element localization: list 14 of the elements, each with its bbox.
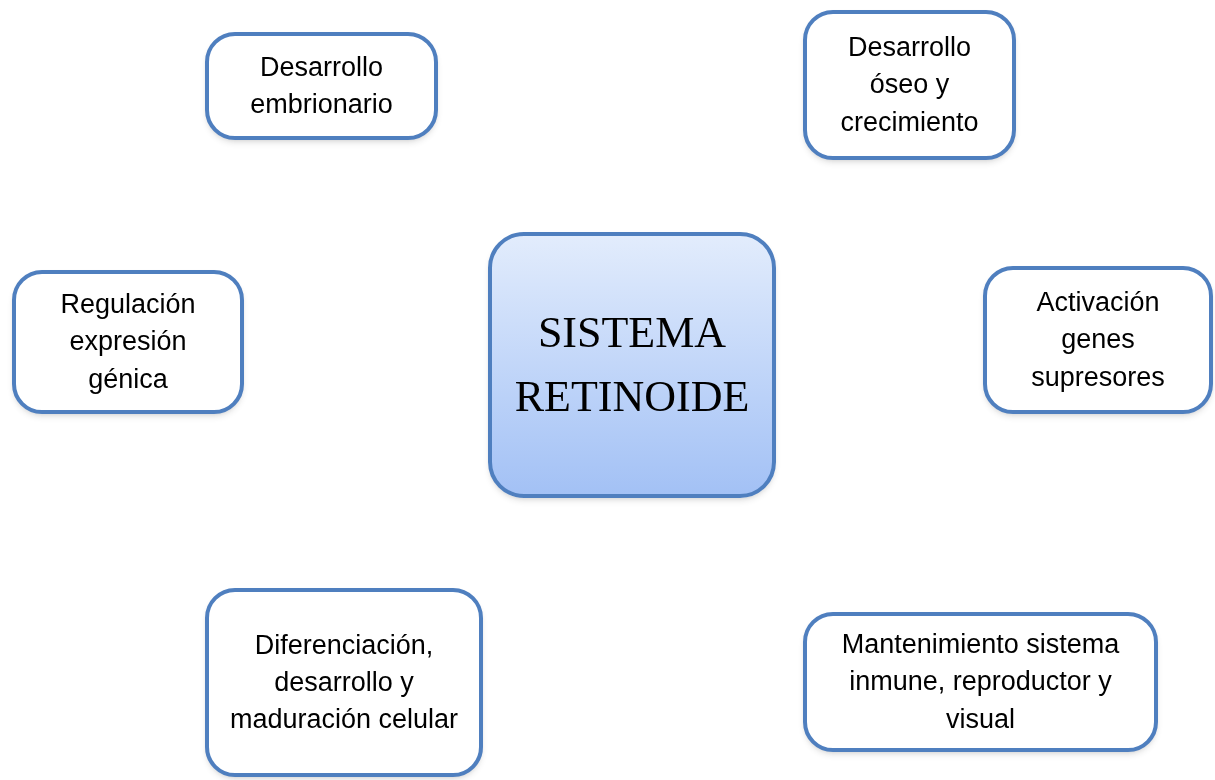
rounded-box [803, 612, 1158, 752]
rounded-box [803, 10, 1016, 160]
node-text: Desarrollo óseo y crecimiento [839, 31, 980, 139]
node-text: Mantenimiento sistema inmune, reproductor y visual [840, 628, 1121, 736]
rounded-box [12, 270, 244, 414]
central-box [488, 232, 776, 498]
node-text: Regulación expresión génica [59, 288, 197, 396]
rounded-box [205, 588, 483, 777]
rounded-box [983, 266, 1213, 414]
title-text: SISTEMA RETINOIDE [513, 307, 751, 423]
node-text: Diferenciación, desarrollo y maduración celular [228, 628, 460, 737]
rounded-box [205, 32, 438, 140]
node-text: Desarrollo embrionario [249, 50, 394, 121]
node-text: Activación genes supresores [1030, 286, 1166, 394]
